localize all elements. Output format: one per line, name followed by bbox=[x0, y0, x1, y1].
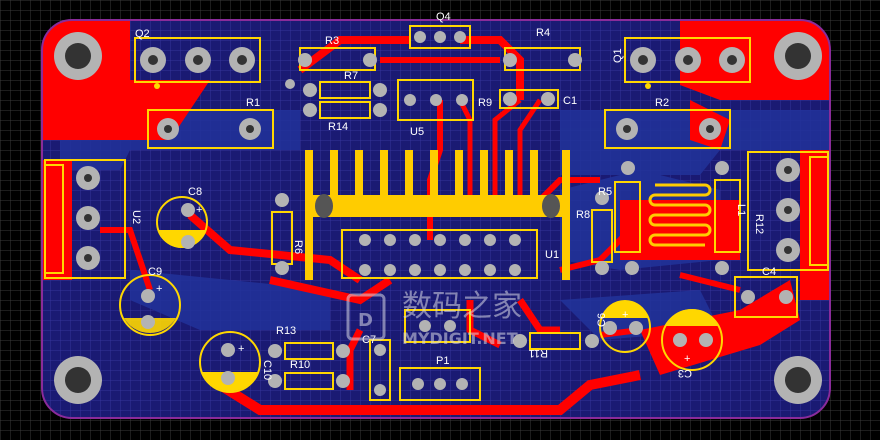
board-outline bbox=[41, 19, 831, 419]
c10-polarity-mark: + bbox=[238, 343, 244, 355]
label-c10: C10 bbox=[261, 360, 273, 380]
label-r4: R4 bbox=[536, 27, 550, 39]
label-c9: C9 bbox=[148, 266, 162, 278]
c3-polarity-mark: + bbox=[684, 353, 690, 365]
label-r6: R6 bbox=[292, 240, 304, 254]
designator-labels: Q4 Q2 R3 R4 Q1 R7 R14 R1 R9 C1 R2 U5 C8 … bbox=[130, 11, 776, 380]
label-u2: U2 bbox=[130, 210, 142, 224]
q1-pin1-dot bbox=[645, 83, 651, 89]
label-q1: Q1 bbox=[612, 48, 624, 63]
c9-polarity-mark: + bbox=[156, 283, 162, 295]
inductor-coil bbox=[648, 183, 712, 247]
watermark: D 数码之家 MYDIGIT.NET bbox=[346, 289, 522, 348]
label-c6: C6 bbox=[596, 313, 608, 327]
label-c3: C3 bbox=[678, 367, 692, 379]
label-r1: R1 bbox=[246, 97, 260, 109]
label-r7: R7 bbox=[344, 70, 358, 82]
label-c4: C4 bbox=[762, 266, 776, 278]
label-r9: R9 bbox=[478, 97, 492, 109]
label-u5: U5 bbox=[410, 126, 424, 138]
c6-polarity-mark: + bbox=[622, 309, 628, 321]
label-r3: R3 bbox=[325, 35, 339, 47]
label-r13: R13 bbox=[276, 325, 296, 337]
label-r14: R14 bbox=[328, 121, 348, 133]
label-c1: C1 bbox=[563, 95, 577, 107]
mounting-holes bbox=[54, 32, 822, 404]
label-r11: R11 bbox=[529, 347, 548, 359]
c8-polarity-mark: + bbox=[196, 204, 202, 216]
label-c8: C8 bbox=[188, 186, 202, 198]
label-l1: L1 bbox=[735, 204, 747, 216]
label-r8: R8 bbox=[576, 209, 590, 221]
label-r12: R12 bbox=[753, 214, 765, 234]
heatsink bbox=[305, 150, 570, 280]
watermark-logo-icon bbox=[346, 293, 386, 341]
label-r10: R10 bbox=[290, 359, 310, 371]
label-q2: Q2 bbox=[135, 28, 150, 40]
svg-text:D: D bbox=[358, 310, 373, 331]
label-p1: P1 bbox=[436, 355, 449, 367]
label-u1: U1 bbox=[545, 249, 559, 261]
pads bbox=[76, 31, 800, 396]
watermark-chinese: 数码之家 bbox=[402, 289, 522, 324]
q2-pin1-dot bbox=[154, 83, 160, 89]
label-q4: Q4 bbox=[436, 11, 451, 23]
label-r2: R2 bbox=[655, 97, 669, 109]
watermark-latin: MYDIGIT.NET bbox=[402, 329, 518, 348]
label-r5: R5 bbox=[598, 186, 612, 198]
